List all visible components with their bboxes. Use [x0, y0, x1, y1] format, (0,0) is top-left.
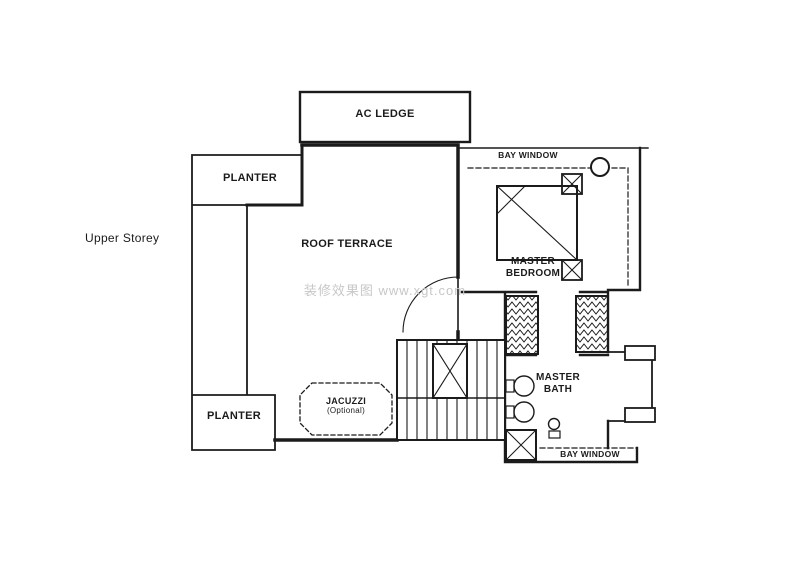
bay-window-top-label: BAY WINDOW — [498, 150, 558, 160]
east-bay-jamb-bottom — [624, 407, 656, 423]
stair-void-cross — [432, 343, 468, 399]
planter-top-label: PLANTER — [222, 172, 278, 184]
wc-symbol — [505, 401, 535, 423]
master-bath-label: MASTER BATH — [534, 372, 582, 395]
ac-ledge-box — [298, 90, 472, 144]
bay-window-bottom-label: BAY WINDOW — [560, 449, 620, 459]
master-bath-label-line1: MASTER — [535, 372, 581, 383]
bidet-symbol — [547, 417, 561, 439]
wall-segment-thin — [191, 154, 653, 451]
wardrobe-left — [505, 295, 539, 355]
staircase — [396, 339, 506, 441]
door-swing — [402, 276, 459, 333]
planter-bottom-label: PLANTER — [206, 410, 262, 422]
wardrobe-right — [575, 295, 609, 353]
storey-label: Upper Storey — [85, 231, 160, 245]
roof-terrace-label: ROOF TERRACE — [301, 238, 393, 250]
shower-symbol — [505, 429, 537, 461]
jacuzzi-outline — [299, 382, 393, 436]
crossed-box-symbol — [561, 173, 583, 195]
bed-symbol — [496, 185, 578, 261]
column-symbol — [590, 157, 610, 177]
jacuzzi-label-line2: (Optional) — [326, 406, 366, 416]
master-bath-label-line2: BATH — [543, 383, 573, 395]
basin-symbol — [505, 375, 535, 397]
master-bedroom-label-line2: BEDROOM — [505, 267, 561, 279]
jacuzzi-label-line1: JACUZZI — [325, 396, 367, 406]
watermark: 装修效果图 www.xgt.com — [303, 283, 467, 298]
master-bedroom-label-line1: MASTER — [510, 256, 556, 267]
jacuzzi-label: JACUZZI (Optional) — [300, 396, 392, 416]
ac-ledge-label: AC LEDGE — [355, 108, 415, 120]
wall-segment-thick — [273, 143, 460, 442]
master-bedroom-label: MASTER BEDROOM — [494, 256, 572, 279]
east-bay-jamb-top — [624, 345, 656, 361]
